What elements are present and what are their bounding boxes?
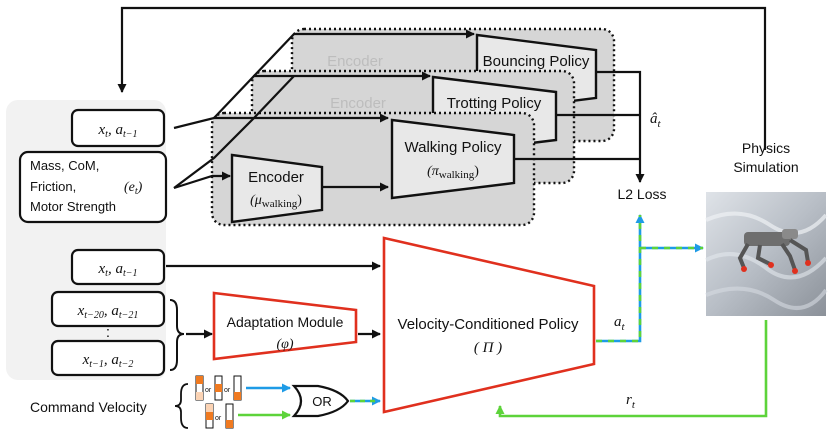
obs-box-teacher	[70, 108, 166, 148]
walking-policy-symbol: (πwalking)	[427, 164, 479, 181]
a-sym: a	[115, 122, 123, 138]
command-velocity-label: Command Velocity	[30, 399, 147, 415]
walking-encoder-block	[230, 153, 324, 224]
simulation-image	[705, 192, 828, 316]
trotting-encoder-ghost: Encoder	[330, 95, 386, 112]
rt-sub: t	[632, 399, 636, 411]
rt-label: rt	[626, 392, 636, 411]
privileged-info-box	[18, 150, 168, 224]
obs-label-teacher: xt, at−1	[98, 122, 138, 140]
or-gate	[291, 384, 350, 418]
lx-sym: x	[82, 352, 90, 368]
lx-sub: t−1	[89, 359, 104, 370]
history-box-last	[50, 339, 166, 377]
history-brace	[169, 299, 185, 371]
at-label: at	[614, 314, 626, 333]
privileged-line-1: Mass, CoM,	[30, 158, 99, 173]
a-sym-2: a	[115, 261, 123, 277]
command-brace	[174, 383, 189, 429]
history-label-last: xt−1, at−2	[82, 352, 134, 370]
x-sym: x	[98, 122, 106, 138]
a-hat-label: ât	[650, 111, 662, 130]
a-hat-sub: t	[658, 118, 662, 130]
action-to-loss-arrow-green	[596, 215, 642, 343]
a-hat-symbol: â	[650, 111, 658, 127]
or-gate-label: OR	[312, 394, 332, 409]
or-small-3: or	[215, 415, 222, 422]
or-small-1: or	[205, 387, 212, 394]
x-sub-2: t	[105, 268, 108, 279]
l2-loss-label: L2 Loss	[617, 186, 666, 202]
ha-sub: t−21	[119, 310, 139, 321]
history-label-first: xt−20, at−21	[77, 303, 139, 321]
walking-pi: (π	[427, 164, 440, 179]
trotting-policy-label: Trotting Policy	[447, 95, 542, 112]
command-vector-row-green: or	[205, 403, 234, 429]
adaptation-module-symbol: (φ)	[276, 337, 293, 352]
et-sub: t	[135, 186, 138, 197]
walking-policy-label: Walking Policy	[405, 139, 502, 156]
obs-to-bouncing-arrow	[253, 29, 475, 77]
ha-sym: a	[111, 303, 119, 319]
adaptation-module-label: Adaptation Module	[227, 314, 344, 330]
hx-sym: x	[77, 303, 85, 319]
walking-policy-block	[390, 118, 516, 200]
la-sym: a	[111, 352, 119, 368]
a-sub-2: t−1	[123, 268, 138, 279]
privileged-line-2: Friction,	[30, 179, 76, 194]
walking-encoder-symbol: (μwalking)	[250, 193, 302, 210]
vcp-label: Velocity-Conditioned Policy	[398, 316, 579, 333]
walking-mu: (μ	[250, 193, 262, 208]
robot-body	[744, 232, 790, 246]
rt-sym: r	[626, 392, 632, 408]
privileged-line-3: Motor Strength	[30, 199, 116, 214]
bouncing-encoder-ghost: Encoder	[327, 53, 383, 70]
bouncing-output-arrow	[596, 70, 645, 183]
obs-label-student: xt, at−1	[98, 261, 138, 279]
a-sub: t−1	[123, 129, 138, 140]
at-sym: a	[614, 314, 622, 330]
privileged-to-encoder-arrow	[173, 171, 231, 190]
history-box-first	[50, 290, 166, 328]
physics-label-2: Simulation	[733, 159, 798, 175]
walking-mu-sub: walking	[262, 198, 298, 210]
bouncing-policy-label: Bouncing Policy	[483, 53, 590, 70]
adaptation-module-block	[212, 291, 358, 361]
la-sub: t−2	[119, 359, 134, 370]
command-vector-row-blue: or or	[195, 375, 242, 401]
reward-feedback-arrow	[495, 320, 768, 418]
x-sym-2: x	[98, 261, 106, 277]
hx-sub: t−20	[84, 310, 104, 321]
history-ellipsis: :	[106, 324, 110, 341]
velocity-conditioned-policy-block	[382, 236, 596, 414]
et-label: (et)	[124, 180, 143, 197]
et-sym: (e	[124, 180, 135, 195]
x-sub: t	[105, 129, 108, 140]
walking-pi-sub: walking	[439, 169, 475, 181]
physics-label-1: Physics	[742, 140, 790, 156]
obs-box-student	[70, 248, 166, 286]
privileged-to-other-encoders	[173, 75, 295, 189]
at-sub: t	[622, 321, 626, 333]
walking-encoder-label: Encoder	[248, 169, 304, 186]
observation-feedback-arrow	[117, 6, 767, 150]
or-small-2: or	[224, 387, 231, 394]
vcp-symbol: ( Π )	[474, 340, 502, 356]
